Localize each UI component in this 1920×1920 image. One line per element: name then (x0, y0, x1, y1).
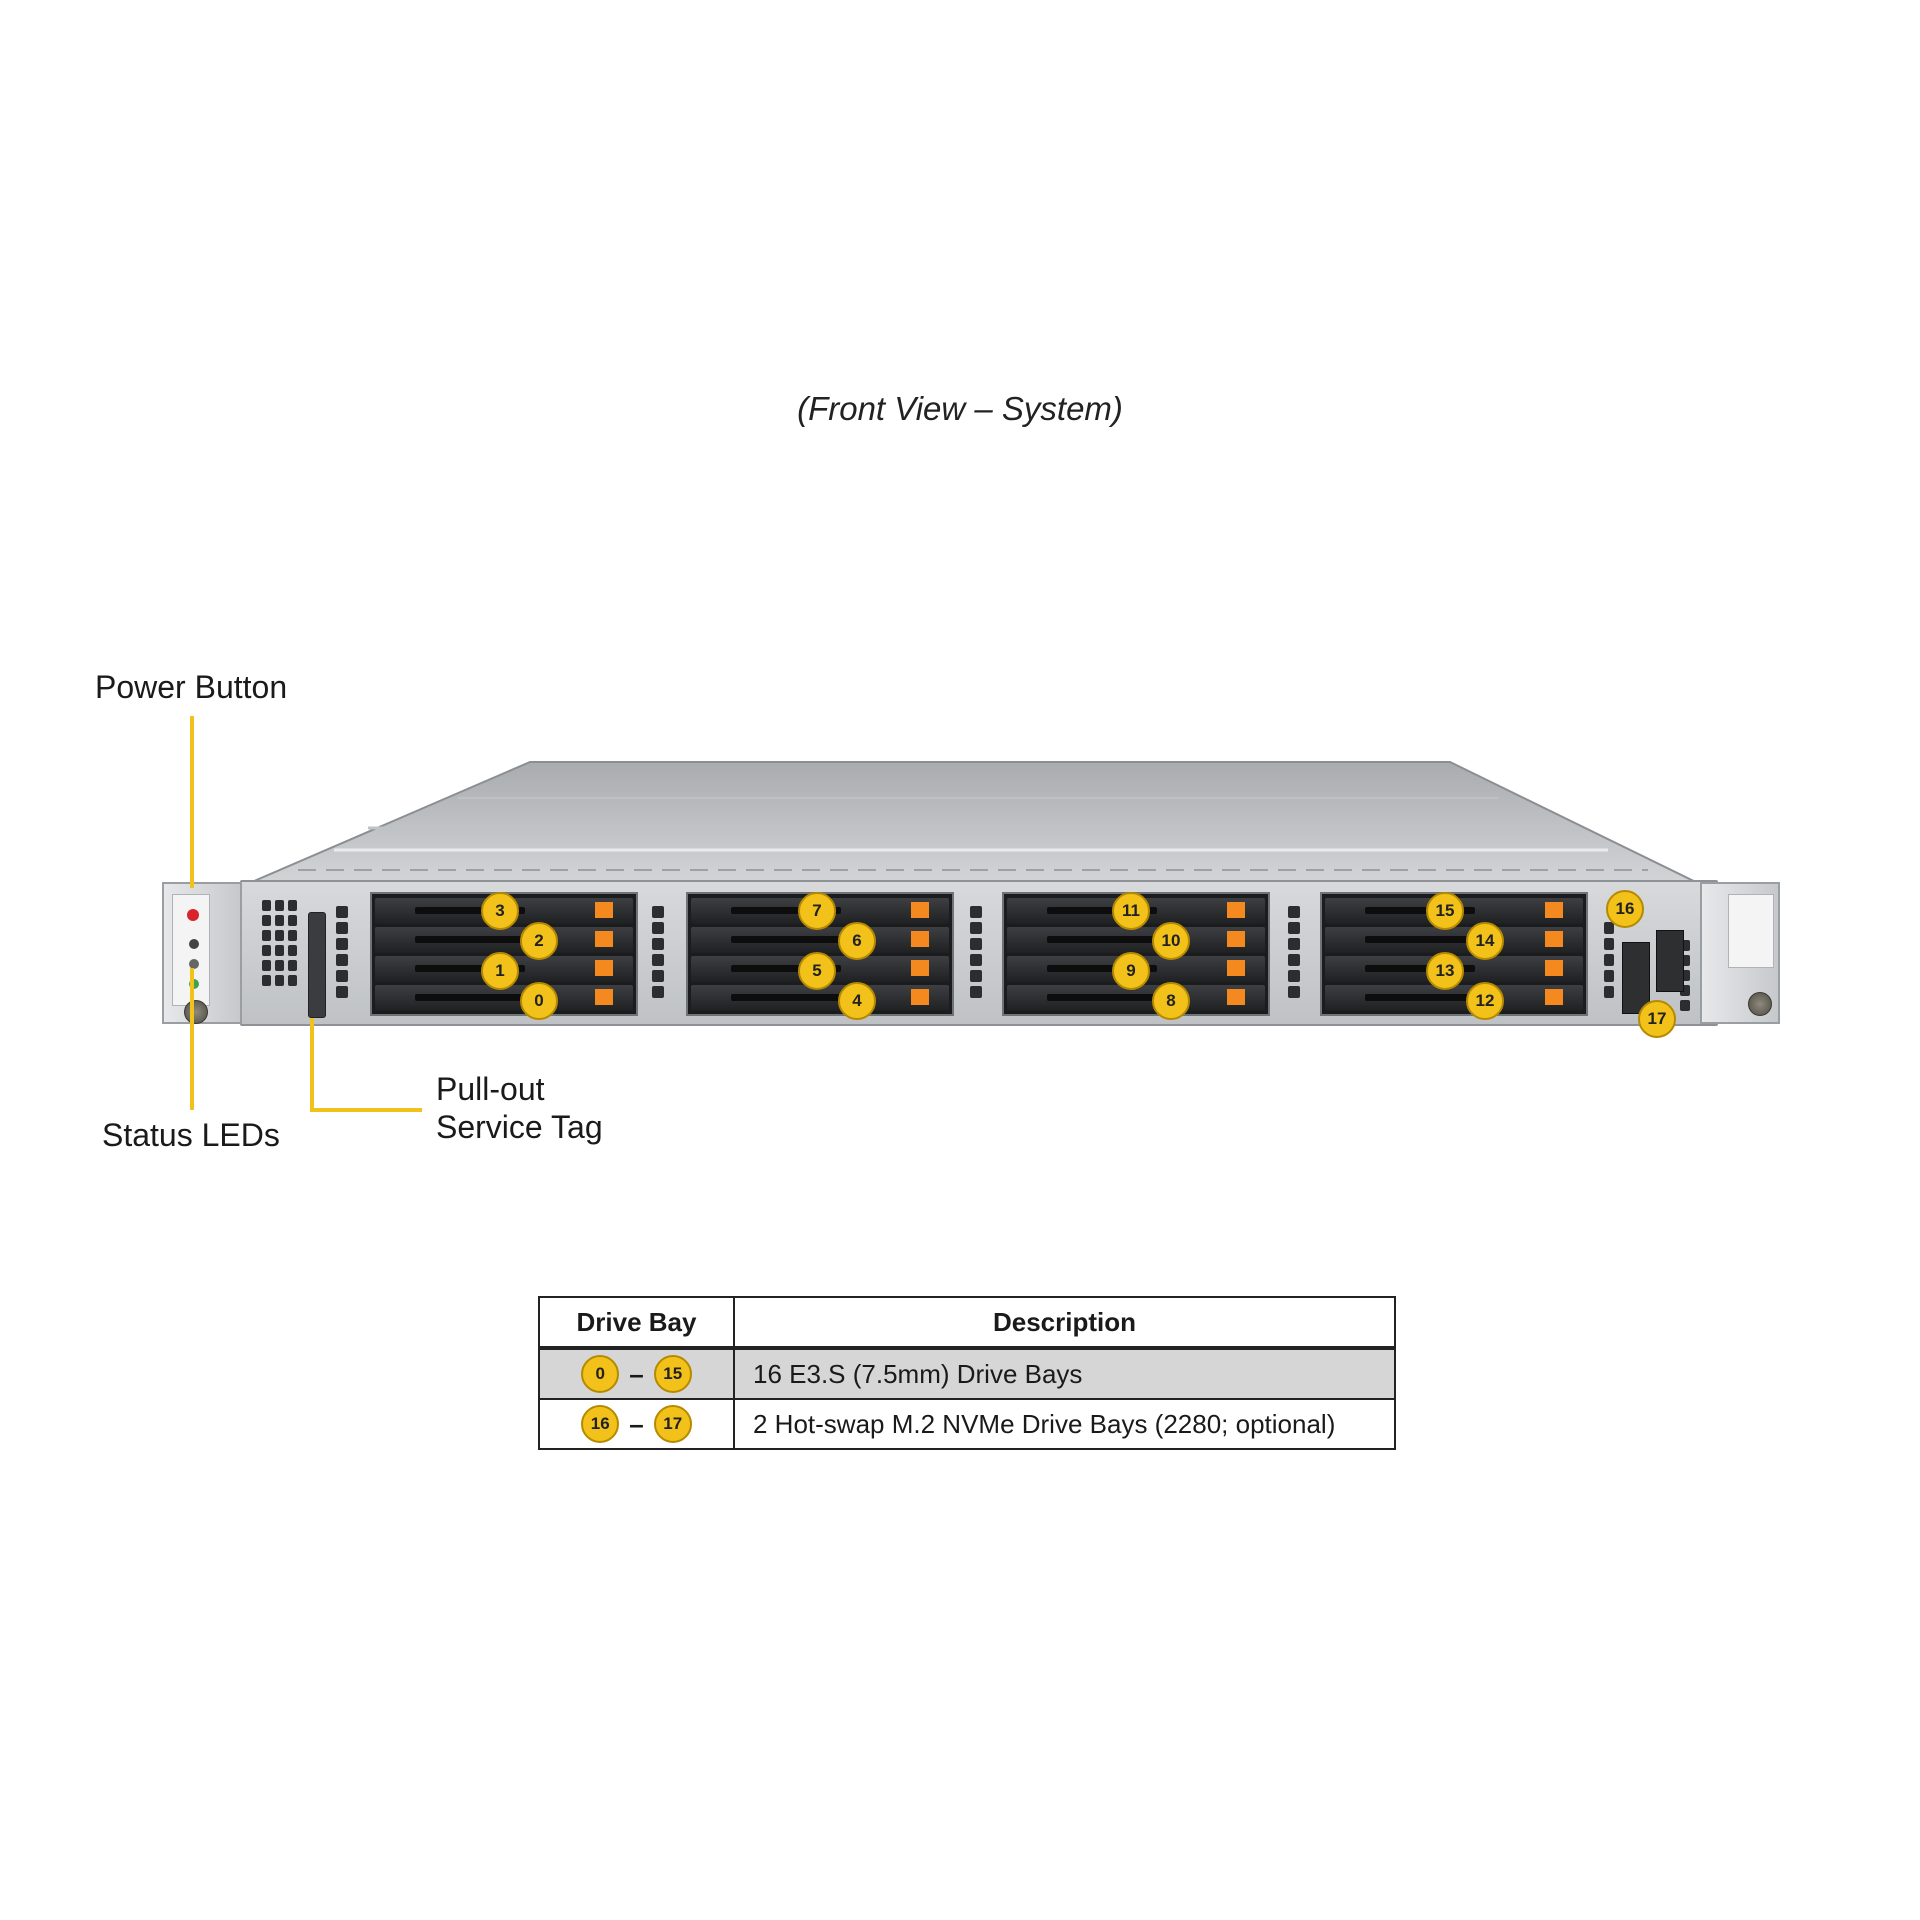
drive-release-tab[interactable] (1545, 960, 1563, 976)
figure-title: (Front View – System) (797, 390, 1123, 427)
drive-cage (370, 892, 638, 1016)
drive-release-tab[interactable] (1227, 989, 1245, 1005)
left-rack-ear (162, 882, 242, 1024)
bay-number-badge: 9 (1112, 952, 1150, 990)
service-tag-leader-vertical (310, 1018, 314, 1112)
power-button-leader-line (190, 716, 194, 888)
bay-number-badge: 11 (1112, 892, 1150, 930)
bay-number-badge: 0 (520, 982, 558, 1020)
drive-bay-range: 16–17 (538, 1398, 735, 1450)
service-tag-leader-horizontal (310, 1108, 422, 1112)
bay-number-badge: 8 (1152, 982, 1190, 1020)
drive-release-tab[interactable] (1227, 960, 1245, 976)
bay-number-badge: 1 (481, 952, 519, 990)
drive-release-tab[interactable] (595, 989, 613, 1005)
bay-number-badge: 16 (581, 1405, 620, 1443)
chassis-top-panel (238, 761, 1708, 889)
vent-grille (1288, 906, 1300, 998)
range-dash: – (629, 1408, 644, 1439)
drive-release-tab[interactable] (595, 931, 613, 947)
header-drive-bay: Drive Bay (538, 1296, 735, 1349)
bay-number-badge: 4 (838, 982, 876, 1020)
e3s-drive-bay[interactable] (1325, 927, 1583, 953)
vent-grille (970, 906, 982, 998)
drive-bay-range: 0–15 (538, 1347, 735, 1400)
drive-release-tab[interactable] (1227, 931, 1245, 947)
status-leds-leader-line (190, 968, 194, 1110)
e3s-drive-bay[interactable] (691, 927, 949, 953)
e3s-drive-bay[interactable] (1325, 985, 1583, 1011)
m2-nvme-bay[interactable] (1622, 942, 1650, 1014)
bay-number-badge: 6 (838, 922, 876, 960)
service-tag-label-line1: Pull-out (436, 1071, 545, 1107)
bay-number-badge: 17 (653, 1405, 692, 1443)
drive-release-tab[interactable] (595, 902, 613, 918)
service-tag-label: Pull-out Service Tag (436, 1070, 603, 1146)
bay-number-badge: 7 (798, 892, 836, 930)
drive-release-tab[interactable] (911, 902, 929, 918)
bay-number-badge: 13 (1426, 952, 1464, 990)
power-button[interactable] (187, 909, 199, 921)
drive-release-tab[interactable] (1545, 931, 1563, 947)
status-leds-label: Status LEDs (102, 1117, 280, 1153)
range-dash: – (629, 1358, 644, 1389)
table-row: 16–17 2 Hot-swap M.2 NVMe Drive Bays (22… (538, 1398, 1396, 1450)
bay-number-badge: 15 (1426, 892, 1464, 930)
table-header-row: Drive Bay Description (538, 1296, 1396, 1349)
m2-nvme-bay[interactable] (1656, 930, 1684, 992)
drive-release-tab[interactable] (1545, 902, 1563, 918)
bay-number-badge: 17 (1638, 1000, 1676, 1038)
bay-number-badge: 12 (1466, 982, 1504, 1020)
thumb-screw-icon[interactable] (1748, 992, 1772, 1016)
drive-release-tab[interactable] (1227, 902, 1245, 918)
bay-number-badge: 2 (520, 922, 558, 960)
drive-bay-description: 16 E3.S (7.5mm) Drive Bays (733, 1347, 1396, 1400)
drive-release-tab[interactable] (911, 931, 929, 947)
vent-grille (262, 900, 297, 986)
thumb-screw-icon[interactable] (184, 1000, 208, 1024)
pull-out-service-tag[interactable] (308, 912, 326, 1018)
e3s-drive-bay[interactable] (1007, 927, 1265, 953)
bay-number-badge: 0 (581, 1355, 620, 1393)
bay-number-badge: 16 (1606, 890, 1644, 928)
service-tag-label-line2: Service Tag (436, 1109, 603, 1145)
table-row: 0–15 16 E3.S (7.5mm) Drive Bays (538, 1347, 1396, 1400)
status-led (189, 959, 199, 969)
drive-bay-description: 2 Hot-swap M.2 NVMe Drive Bays (2280; op… (733, 1398, 1396, 1450)
drive-release-tab[interactable] (911, 989, 929, 1005)
e3s-drive-bay[interactable] (375, 927, 633, 953)
drive-release-tab[interactable] (595, 960, 613, 976)
vent-grille (1680, 940, 1690, 1011)
status-led (189, 939, 199, 949)
vent-grille (652, 906, 664, 998)
vent-grille (1604, 922, 1614, 998)
bay-number-badge: 5 (798, 952, 836, 990)
bay-number-badge: 3 (481, 892, 519, 930)
drive-release-tab[interactable] (911, 960, 929, 976)
drive-bay-legend-table: Drive Bay Description 0–15 16 E3.S (7.5m… (538, 1296, 1396, 1450)
header-description: Description (733, 1296, 1396, 1349)
right-rack-ear (1700, 882, 1780, 1024)
ear-plate (1728, 894, 1774, 968)
e3s-drive-bay[interactable] (1007, 985, 1265, 1011)
bay-number-badge: 15 (653, 1355, 692, 1393)
bay-number-badge: 10 (1152, 922, 1190, 960)
drive-release-tab[interactable] (1545, 989, 1563, 1005)
status-led (189, 979, 199, 989)
power-button-label: Power Button (95, 669, 288, 705)
bay-number-badge: 14 (1466, 922, 1504, 960)
vent-grille (336, 906, 348, 998)
